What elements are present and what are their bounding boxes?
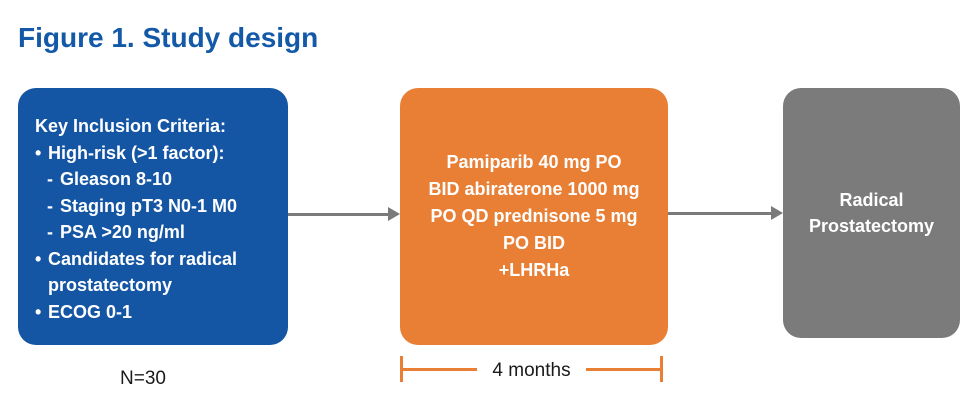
treatment-line: PO QD prednisone 5 mg — [430, 206, 638, 226]
inclusion-item-text: High-risk (>1 factor): — [48, 142, 225, 163]
arrow-head-icon — [771, 206, 783, 220]
inclusion-item-text: Gleason 8-10 — [60, 169, 173, 189]
dash-marker: - — [47, 169, 53, 189]
bullet-marker: • — [35, 142, 42, 163]
bracket-left-line — [403, 367, 478, 371]
sample-size-label: N=30 — [120, 368, 166, 389]
inclusion-subitem: - Staging pT3 N0-1 M0 — [47, 193, 278, 220]
treatment-text: Pamiparib 40 mg PO BID abiraterone 1000 … — [428, 149, 639, 284]
inclusion-item: • High-risk (>1 factor): — [35, 140, 278, 167]
duration-label: 4 months — [492, 360, 571, 381]
treatment-line: PO BID — [502, 233, 565, 253]
outcome-label: Radical Prostatectomy — [808, 190, 935, 236]
treatment-line: Pamiparib 40 mg PO — [446, 152, 622, 172]
arrow-line — [288, 213, 391, 216]
outcome-box: Radical Prostatectomy — [783, 88, 960, 338]
inclusion-item: • Candidates for radical prostatectomy — [35, 246, 278, 299]
inclusion-item-text: ECOG 0-1 — [48, 301, 133, 322]
inclusion-item-text: Candidates for radical prostatectomy — [48, 248, 238, 296]
arrow-line — [668, 212, 774, 215]
treatment-line: BID abiraterone 1000 mg — [428, 179, 640, 199]
inclusion-subitem: - PSA >20 ng/ml — [47, 219, 278, 246]
inclusion-criteria-box: Key Inclusion Criteria: • High-risk (>1 … — [18, 88, 288, 345]
inclusion-heading: Key Inclusion Criteria: — [35, 116, 227, 136]
dash-marker: - — [47, 222, 53, 242]
figure-title: Figure 1. Study design — [18, 22, 319, 53]
bracket-right-line — [585, 367, 660, 371]
arrow-treatment-to-outcome — [668, 204, 783, 222]
bracket-left-cap — [400, 356, 403, 382]
inclusion-subitem: - Gleason 8-10 — [47, 166, 278, 193]
treatment-box: Pamiparib 40 mg PO BID abiraterone 1000 … — [400, 88, 668, 345]
treatment-line: +LHRHa — [498, 260, 570, 280]
inclusion-item-text: PSA >20 ng/ml — [60, 222, 185, 242]
bullet-marker: • — [35, 248, 42, 269]
bullet-marker: • — [35, 301, 42, 322]
inclusion-item: • ECOG 0-1 — [35, 299, 278, 326]
duration-bracket: 4 months — [400, 356, 663, 382]
bracket-right-cap — [660, 356, 663, 382]
arrow-inclusion-to-treatment — [288, 205, 400, 223]
arrow-head-icon — [388, 207, 400, 221]
inclusion-item-text: Staging pT3 N0-1 M0 — [60, 195, 238, 216]
dash-marker: - — [47, 195, 53, 216]
